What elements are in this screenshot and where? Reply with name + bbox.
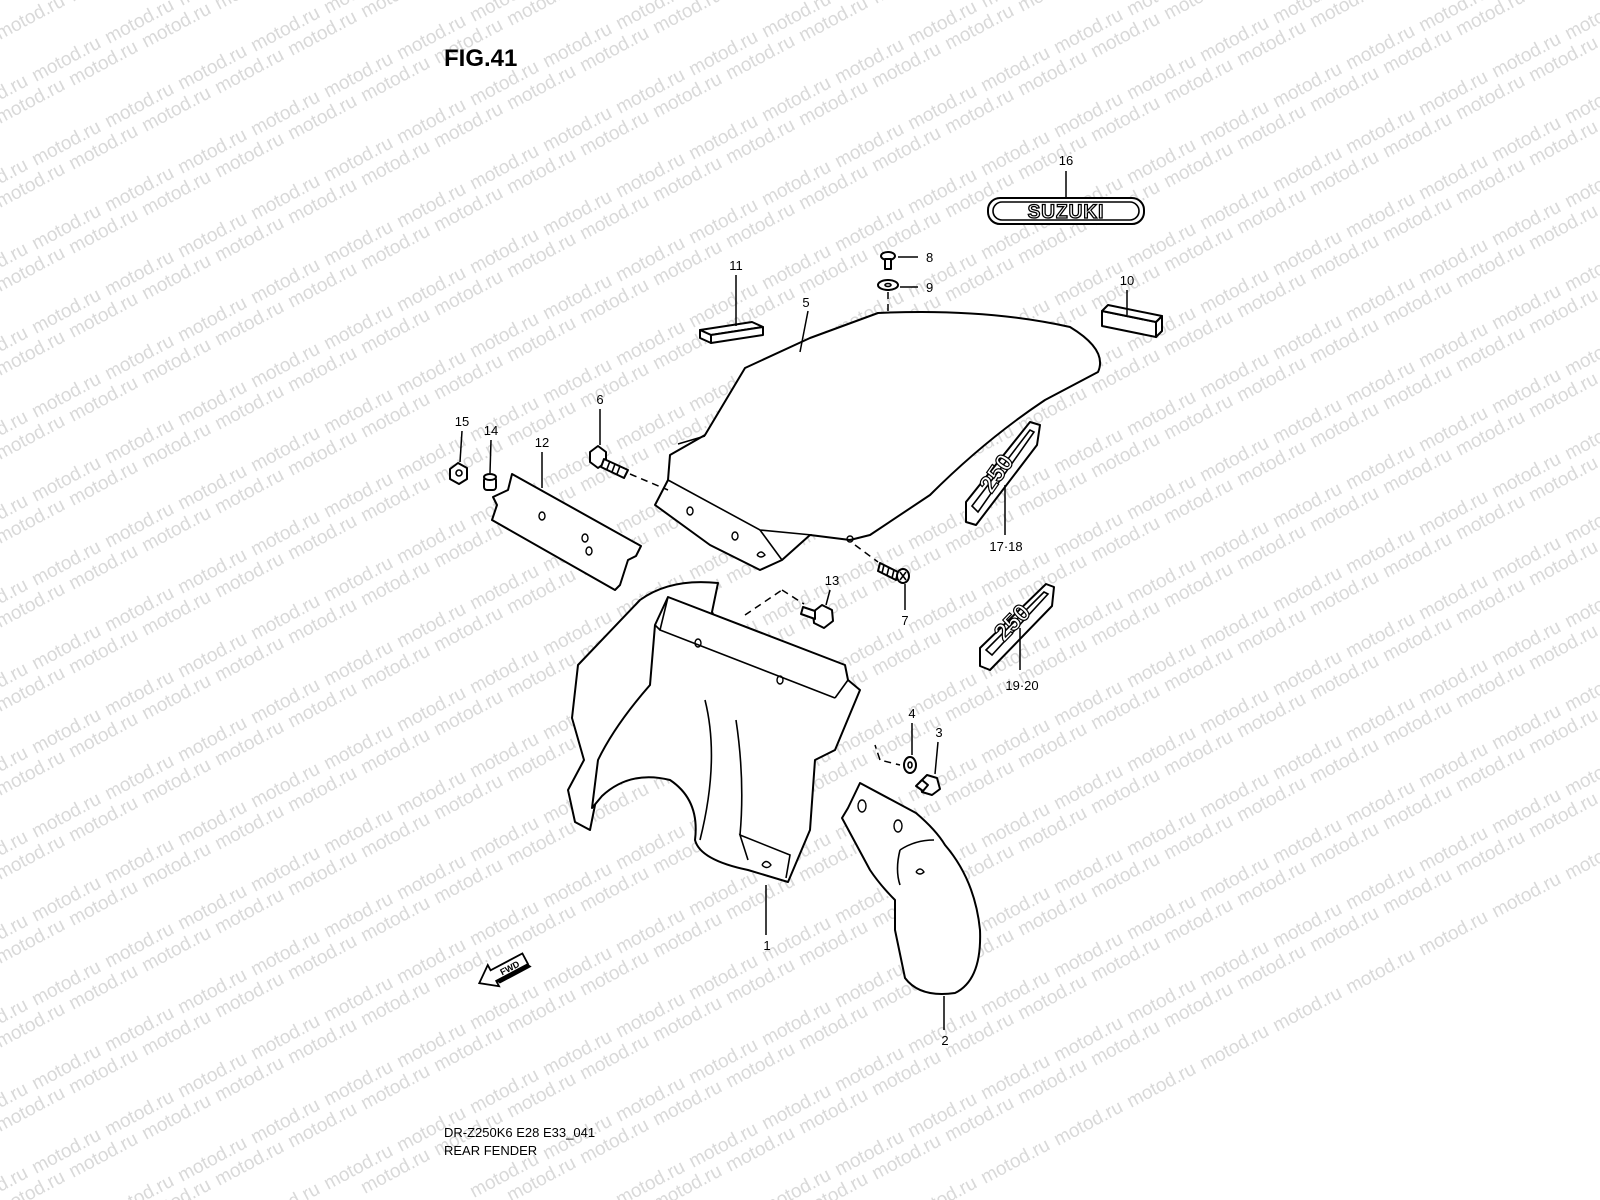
- watermark-text: motod.ru: [1561, 75, 1600, 129]
- callout-17-18: 17·18: [989, 539, 1022, 554]
- watermark-text: motod.ru: [1561, 327, 1600, 381]
- callout-3: 3: [935, 725, 942, 740]
- watermark-text: motod.ru: [357, 0, 433, 22]
- watermark-text: motod.ru: [1561, 747, 1600, 801]
- callout-16: 16: [1059, 153, 1073, 168]
- part-8-screw: [880, 251, 896, 270]
- callout-1: 1: [763, 938, 770, 953]
- callout-19-20: 19·20: [1005, 678, 1038, 693]
- watermark-text: motod.ru: [1342, 945, 1418, 999]
- watermark-text: motod.ru: [1561, 831, 1600, 885]
- watermark-text: motod.ru: [1050, 1097, 1126, 1151]
- part-7-screw: [877, 562, 910, 584]
- callout-12: 12: [535, 435, 549, 450]
- part-6-bolt: [589, 445, 629, 479]
- fwd-arrow-icon: FWD: [477, 952, 532, 988]
- watermark-text: motod.ru: [904, 1173, 980, 1200]
- callout-8: 8: [926, 250, 933, 265]
- callout-13: 13: [825, 573, 839, 588]
- watermark-text: motod.ru: [1561, 159, 1600, 213]
- callout-6: 6: [596, 392, 603, 407]
- watermark-text: motod.ru: [1561, 579, 1600, 633]
- callout-4: 4: [908, 706, 915, 721]
- watermark-text: motod.ru: [1014, 0, 1090, 16]
- part-11-pad: [699, 321, 764, 344]
- watermark-text: motod.ru: [0, 0, 69, 44]
- part-12-bracket: [491, 473, 642, 591]
- part-17-18-emblem: 250: [965, 421, 1041, 526]
- callout-10: 10: [1120, 273, 1134, 288]
- watermark-text: motod.ru: [1488, 869, 1564, 923]
- watermark-text: motod.ru: [1123, 1059, 1199, 1113]
- callout-15: 15: [455, 414, 469, 429]
- callout-14: 14: [484, 423, 498, 438]
- watermark-text: motod.ru: [977, 1135, 1053, 1189]
- callout-9: 9: [926, 280, 933, 295]
- watermark-text: motod.ru: [1561, 411, 1600, 465]
- watermark-text: motod.ru: [247, 1179, 323, 1200]
- watermark-text: motod.ru: [1561, 663, 1600, 717]
- part-3-bolt: [915, 774, 941, 796]
- part-14-collar: [483, 473, 497, 491]
- part-13-bolt: [800, 604, 834, 629]
- part-4-washer: [903, 756, 917, 774]
- watermark-text: motod.ru: [65, 0, 141, 6]
- watermark-text: motod.ru: [0, 0, 33, 2]
- part-16-suzuki-emblem: SUZUKI: [987, 197, 1145, 225]
- watermark-text: motod.ru: [211, 0, 287, 14]
- part-9-washer: [877, 279, 899, 291]
- emblem-brand-text: SUZUKI: [1028, 202, 1105, 223]
- part-2-mud-flap: [841, 782, 982, 995]
- part-5-rear-fender: [654, 310, 1101, 571]
- section-name: REAR FENDER: [444, 1143, 537, 1158]
- callout-7: 7: [901, 613, 908, 628]
- part-10-pad: [1101, 304, 1163, 338]
- watermark-text: motod.ru: [1561, 243, 1600, 297]
- watermark-text: motod.ru: [1561, 495, 1600, 549]
- watermark-text: motod.ru: [868, 0, 944, 8]
- watermark-text: motod.ru: [1415, 907, 1491, 961]
- model-code: DR-Z250K6 E28 E33_041: [444, 1125, 595, 1140]
- watermark-text: motod.ru: [1525, 0, 1600, 2]
- watermark-text: motod.ru: [1196, 1021, 1272, 1075]
- watermark-text: motod.ru: [1160, 0, 1236, 24]
- figure-title: FIG.41: [444, 45, 517, 72]
- watermark-text: motod.ru: [1269, 983, 1345, 1037]
- part-1-inner-fender: [567, 581, 861, 883]
- part-15-nut: [449, 462, 468, 485]
- callout-2: 2: [941, 1033, 948, 1048]
- callout-11: 11: [729, 258, 743, 273]
- callout-5: 5: [802, 295, 809, 310]
